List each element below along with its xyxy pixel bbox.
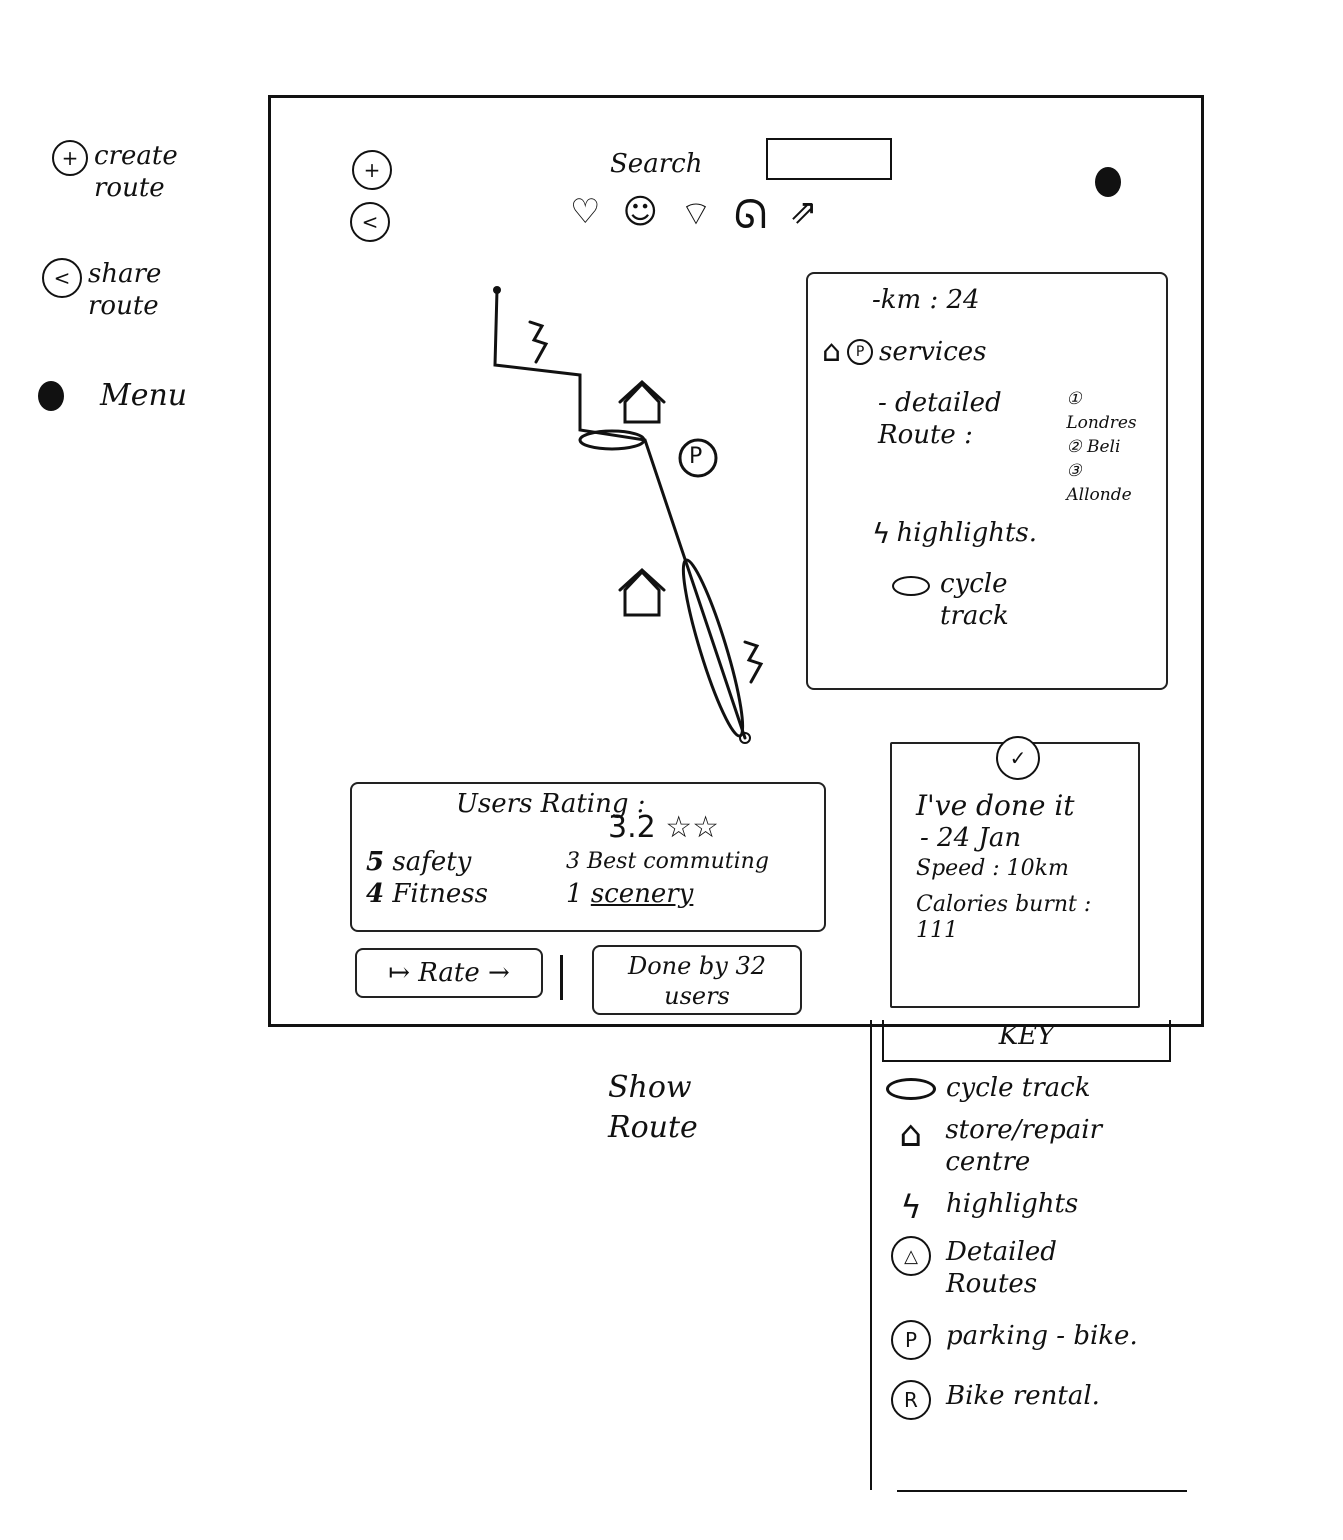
parking-icon: P (847, 338, 874, 365)
snail-icon[interactable]: ᘏ (733, 192, 768, 238)
cycle-track-segment (578, 429, 646, 451)
key-item: ϟ highlights (886, 1188, 1192, 1226)
share-route-button[interactable]: < (350, 202, 390, 242)
highlight-icon: ϟ (900, 1188, 922, 1226)
rate-button[interactable]: ↦ Rate → (355, 948, 543, 998)
rating-scenery: 1 scenery (566, 879, 694, 909)
highlight-icon (743, 640, 764, 684)
completed-date: - 24 Jan (920, 823, 1022, 853)
heart-icon[interactable]: ♡ (570, 192, 601, 232)
search-input[interactable] (766, 138, 892, 180)
star-icons[interactable]: ☆☆ (665, 810, 720, 845)
caption: Show Route (608, 1070, 698, 1145)
divider (560, 955, 563, 1000)
annotation-share-route: < share route (42, 258, 208, 322)
filter-icons: ♡ ☺ ⌔ ᘏ ⇗ (570, 192, 818, 238)
detailed-route-item[interactable]: ② Beli (1066, 437, 1121, 457)
store-icon (618, 379, 666, 424)
bike-icon[interactable]: ⌔ (679, 194, 712, 234)
parking-marker (678, 438, 718, 478)
store-icon (618, 567, 666, 617)
smiley-icon[interactable]: ☺ (622, 192, 658, 232)
map[interactable] (470, 270, 790, 760)
route-info-panel: -km : 24 ⌂ P services - detailed Route :… (806, 272, 1168, 690)
users-rating-label: Users Rating : (456, 789, 646, 819)
rental-icon: R (891, 1380, 931, 1420)
key-item: △ Detailed Routes (886, 1236, 1192, 1300)
highlight-icon (528, 320, 549, 364)
ratings-panel: Users Rating : 3.2 ☆☆ 5 safety 3 Best co… (350, 782, 826, 932)
parking-icon: P (891, 1320, 931, 1360)
menu-button[interactable] (1095, 167, 1121, 197)
key-item: ⌂ store/repair centre (886, 1114, 1192, 1178)
highlight-icon: ϟ (872, 517, 891, 550)
search-label: Search (610, 149, 703, 179)
rating-categories: 5 safety 3 Best commuting 4 Fitness 1 sc… (366, 846, 810, 910)
services-label: services (879, 336, 987, 367)
key-title: KEY (882, 1020, 1171, 1062)
completed-title: I've done it (916, 789, 1075, 822)
done-by-users-button[interactable]: Done by 32 users (592, 945, 802, 1015)
cycle-track-icon (886, 1078, 936, 1100)
divider (897, 1490, 1187, 1492)
key-item: P parking - bike. (886, 1320, 1192, 1360)
annotation-menu: Menu (38, 380, 187, 412)
create-route-button[interactable]: + (352, 150, 392, 190)
rating-fitness: 4 Fitness (366, 879, 488, 909)
menu-icon (38, 381, 64, 411)
cycle-track-icon (892, 576, 930, 596)
users-rating: 3.2 ☆☆ (608, 810, 720, 845)
store-icon: ⌂ (822, 334, 842, 369)
highlights-row[interactable]: ϟ highlights. (872, 517, 1038, 550)
detailed-route-list: ① Londres ② Beli ③ Allonde (1066, 387, 1152, 507)
app-window (268, 95, 1204, 1027)
share-icon: < (42, 258, 82, 298)
key-item: cycle track (886, 1072, 1192, 1104)
cycle-track-segment (681, 558, 745, 738)
completed-speed: Speed : 10km (916, 856, 1069, 881)
plus-icon: + (52, 140, 88, 176)
cycle-track-row[interactable]: cycle track (892, 568, 1152, 632)
parking-marker-label: P (689, 444, 703, 469)
checkmark-button[interactable]: ✓ (996, 736, 1040, 780)
route-line (493, 288, 747, 740)
rating-commuting: 3 Best commuting (566, 849, 769, 874)
key-legend: KEY cycle track ⌂ store/repair centre ϟ … (870, 1020, 1192, 1492)
completed-calories: Calories burnt : 111 (916, 892, 1092, 943)
detailed-route-icon: △ (891, 1236, 931, 1276)
completed-panel: ✓ I've done it - 24 Jan Speed : 10km Cal… (890, 736, 1140, 1008)
key-item: R Bike rental. (886, 1380, 1192, 1420)
store-icon: ⌂ (899, 1114, 923, 1155)
rating-safety: 5 safety (366, 847, 472, 877)
detailed-route-item[interactable]: ① Londres (1066, 389, 1137, 433)
arrow-icon[interactable]: ⇗ (789, 192, 818, 232)
detailed-route-item[interactable]: ③ Allonde (1066, 461, 1132, 505)
detailed-route-row: - detailed Route : ① Londres ② Beli ③ Al… (878, 387, 1152, 507)
annotation-create-route: + create route (52, 140, 214, 204)
services-row[interactable]: ⌂ P services (822, 334, 1152, 369)
distance: -km : 24 (872, 285, 980, 315)
